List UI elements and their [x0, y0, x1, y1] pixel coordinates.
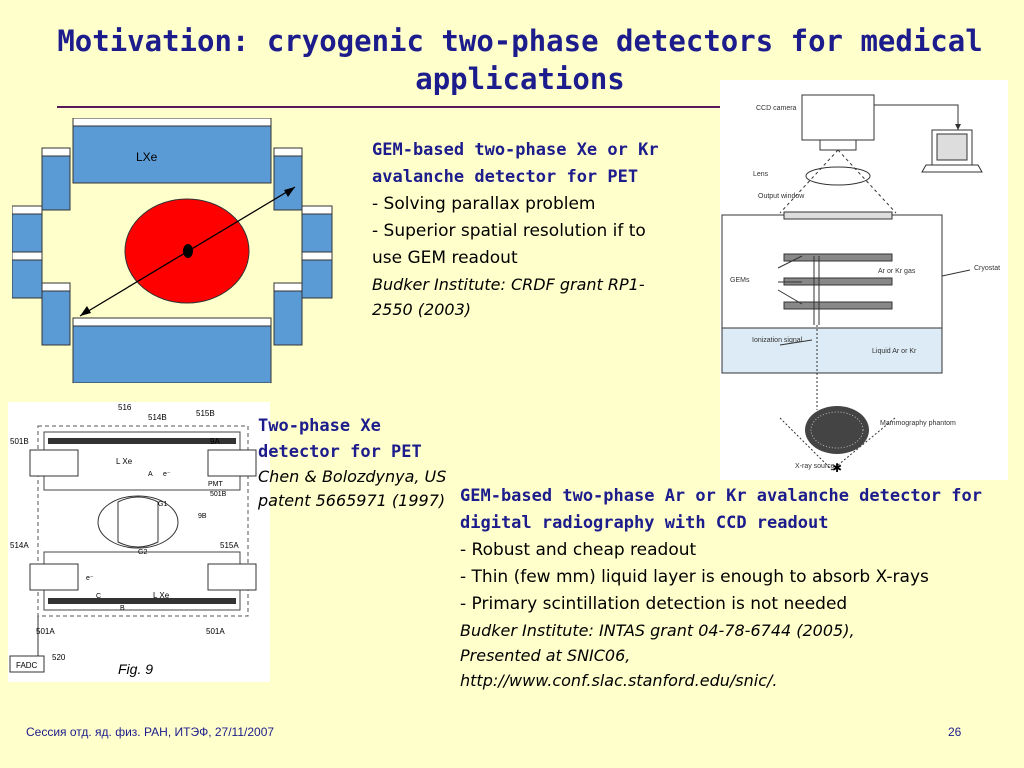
radiography-bullet-2: - Thin (few mm) liquid layer is enough t…	[460, 567, 929, 587]
svg-text:G1: G1	[158, 501, 167, 508]
ccd-label-ionization: Ionization signal	[752, 337, 803, 344]
svg-text:L Xe: L Xe	[116, 457, 133, 466]
page-number: 26	[948, 725, 962, 739]
radiography-citation-1: Budker Institute: INTAS grant 04-78-6744…	[460, 621, 855, 640]
pet-gem-heading: GEM-based two-phase Xe or Kr avalanche d…	[372, 140, 659, 187]
pet-gem-bullet-2: - Superior spatial resolution if to use …	[372, 221, 646, 268]
svg-text:501A: 501A	[206, 627, 225, 636]
radiography-bullet-3: - Primary scintillation detection is not…	[460, 594, 848, 614]
radiography-heading: GEM-based two-phase Ar or Kr avalanche d…	[460, 486, 982, 533]
svg-text:515B: 515B	[196, 409, 215, 418]
pet-xe-heading: Two-phase Xe detector for PET	[258, 416, 422, 462]
slide-title: Motivation: cryogenic two-phase detector…	[57, 24, 983, 96]
svg-text:514B: 514B	[148, 413, 167, 422]
radiography-bullet-1: - Robust and cheap readout	[460, 540, 697, 560]
svg-text:L Xe: L Xe	[153, 591, 170, 600]
pet-gem-text: GEM-based two-phase Xe or Kr avalanche d…	[372, 137, 672, 322]
footer-text: Сессия отд. яд. физ. РАН, ИТЭФ, 27/11/20…	[26, 725, 275, 739]
svg-text:e⁻: e⁻	[86, 575, 94, 582]
ccd-label-gems: GEMs	[730, 277, 750, 284]
svg-text:520: 520	[52, 653, 66, 662]
title-underline	[57, 106, 722, 108]
svg-text:G2: G2	[138, 549, 147, 556]
radiography-citation-3: http://www.conf.slac.stanford.edu/snic/.	[460, 671, 778, 690]
svg-text:C: C	[96, 593, 101, 600]
ccd-radiography-diagram: ✱ CCD camera Lens Output window GEMs Ar …	[720, 80, 1008, 480]
radiography-text: GEM-based two-phase Ar or Kr avalanche d…	[460, 483, 1020, 693]
ccd-label-gas: Ar or Kr gas	[878, 268, 916, 275]
radiography-citation-2: Presented at SNIC06,	[460, 646, 631, 665]
svg-text:501A: 501A	[36, 627, 55, 636]
pet-gem-citation: Budker Institute: CRDF grant RP1-2550 (2…	[372, 275, 645, 319]
svg-text:514A: 514A	[10, 541, 29, 550]
ccd-label-phantom: Mammography phantom	[880, 420, 956, 427]
ccd-label-camera: CCD camera	[756, 105, 797, 112]
pet-xe-citation: Chen & Bolozdynya, US patent 5665971 (19…	[258, 467, 447, 510]
ccd-label-xray: X-ray source	[795, 463, 835, 470]
svg-text:9B: 9B	[198, 513, 207, 520]
ccd-label-liquid: Liquid Ar or Kr	[872, 348, 917, 355]
svg-text:PMT: PMT	[208, 481, 224, 488]
svg-text:9A: 9A	[210, 437, 220, 446]
ccd-label-window: Output window	[758, 193, 805, 200]
pet-xe-text: Two-phase Xe detector for PET Chen & Bol…	[258, 413, 458, 513]
ccd-label-lens: Lens	[753, 171, 769, 178]
svg-text:✱: ✱	[832, 461, 842, 475]
pet-lxe-diagram: LXe	[12, 118, 333, 383]
patent-label-fadc: FADC	[16, 661, 38, 670]
ccd-label-cryostat: Cryostat	[974, 265, 1000, 272]
svg-text:515A: 515A	[220, 541, 239, 550]
patent-fig-label: Fig. 9	[118, 661, 153, 677]
svg-text:501B: 501B	[10, 437, 29, 446]
svg-text:A: A	[148, 471, 153, 478]
pet-gem-bullet-1: - Solving parallax problem	[372, 194, 596, 214]
svg-text:516: 516	[118, 403, 132, 412]
patent-figure: FADC 516 514B 515B 501B 9A L Xe A e⁻ PMT…	[8, 402, 270, 682]
svg-text:B: B	[120, 605, 125, 612]
svg-text:e⁻: e⁻	[163, 471, 171, 478]
svg-text:501B: 501B	[210, 491, 227, 498]
lxe-label: LXe	[136, 150, 158, 164]
